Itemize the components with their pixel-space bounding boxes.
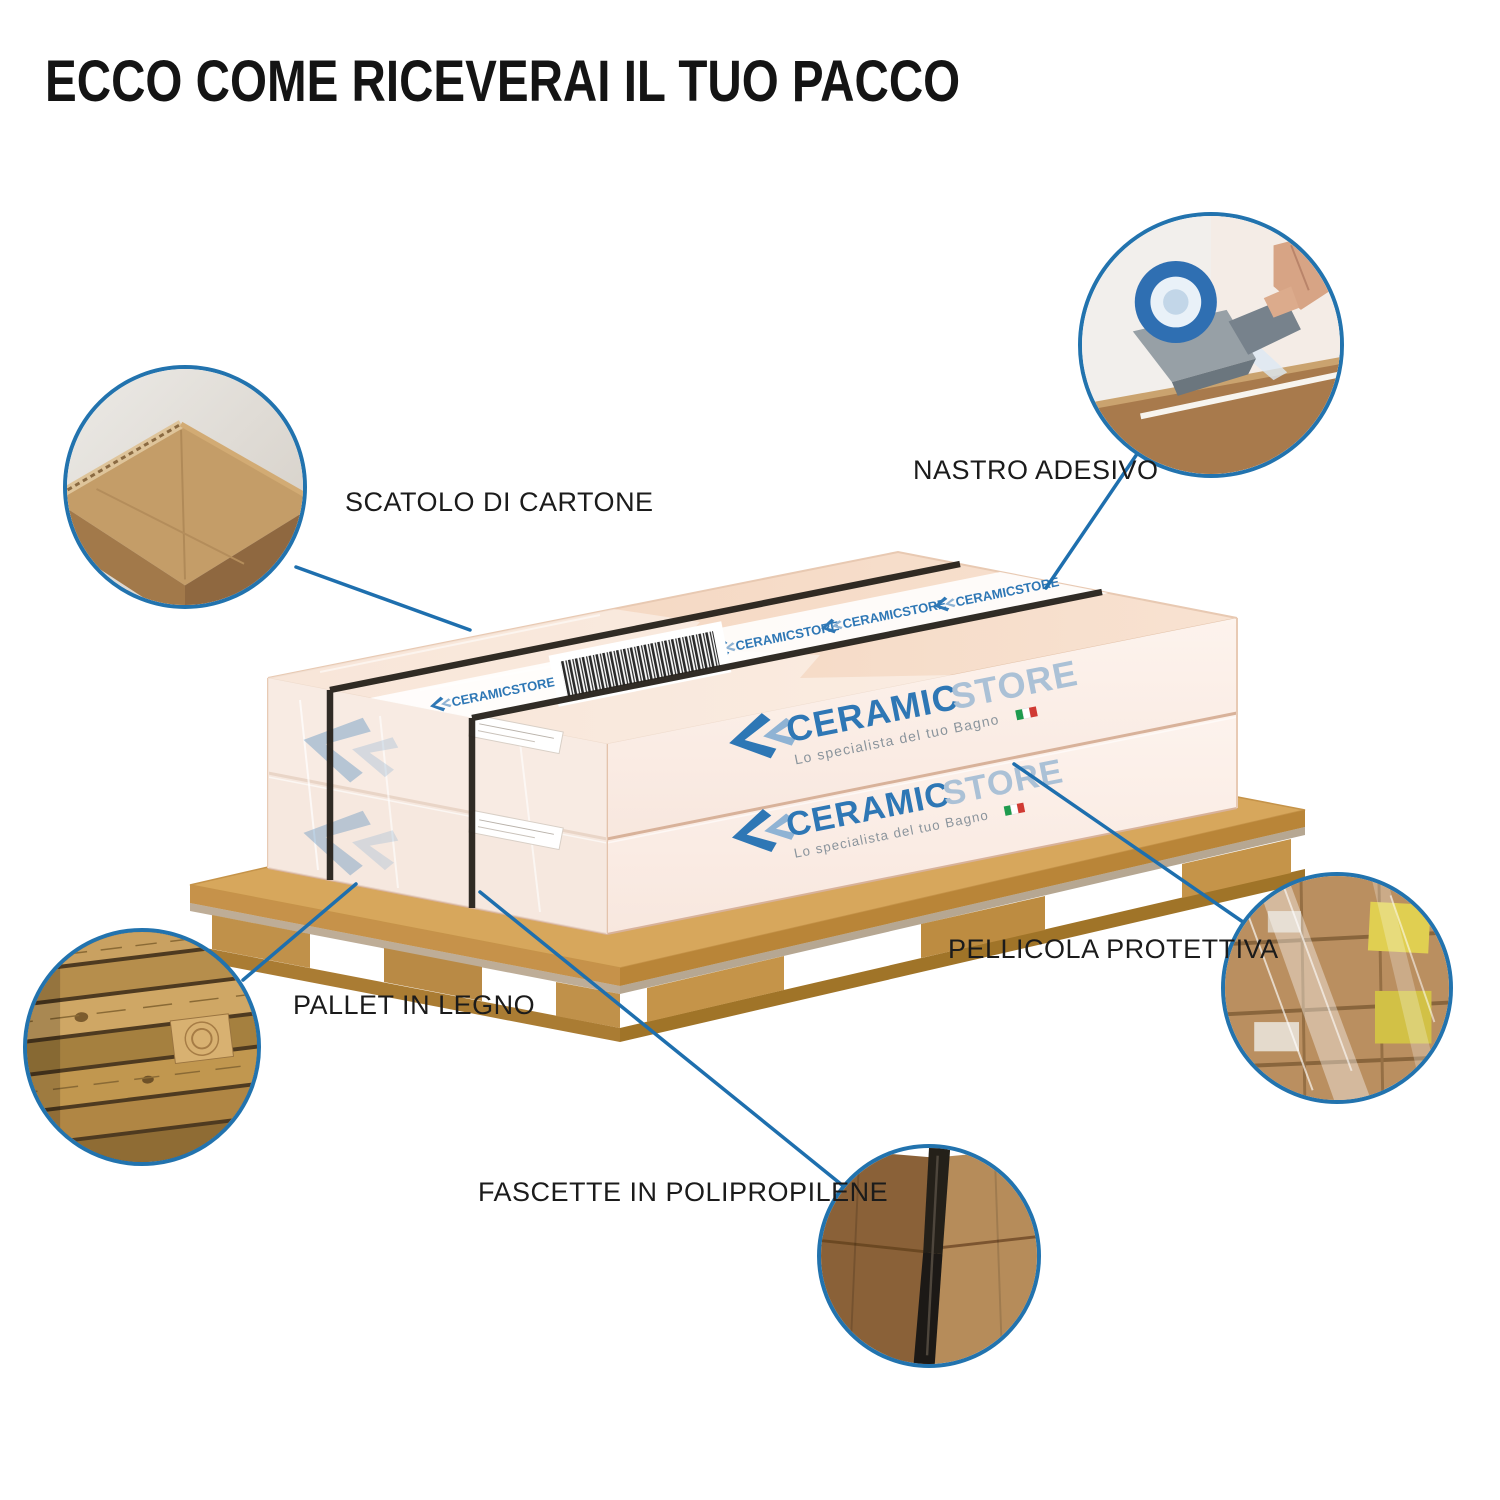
callout-photo-straps bbox=[817, 1144, 1041, 1368]
pallet-bottom-rail-left bbox=[190, 945, 620, 1042]
pallet-deck-edge-right bbox=[620, 810, 1305, 986]
barcode-label bbox=[548, 621, 732, 707]
polypropylene-straps bbox=[326, 560, 1103, 908]
pallet-block bbox=[1182, 839, 1291, 898]
strap-line bbox=[329, 560, 961, 694]
box-end-face-bottom bbox=[268, 773, 607, 934]
pallet-block bbox=[647, 956, 784, 1022]
box-front-face-top bbox=[607, 618, 1237, 839]
box-end-face-top bbox=[268, 678, 607, 839]
pallet-block bbox=[384, 948, 482, 1001]
cardboard-box-photo bbox=[67, 369, 303, 605]
callout-label-tape: NASTRO ADESIVO bbox=[913, 455, 1159, 485]
pallet-block bbox=[921, 896, 1045, 958]
callout-photo-tape bbox=[1078, 212, 1344, 478]
callout-photo-pallet bbox=[23, 928, 261, 1166]
barcode bbox=[559, 631, 721, 697]
callout-photo-film bbox=[1221, 872, 1453, 1104]
callout-label-pallet: PALLET IN LEGNO bbox=[293, 990, 536, 1020]
callout-photo-cardboard bbox=[63, 365, 307, 609]
tape-dispenser-photo bbox=[1082, 216, 1340, 474]
box-front-face-bottom bbox=[607, 713, 1237, 934]
callout-label-cardboard: SCATOLO DI CARTONE bbox=[345, 487, 654, 517]
connector-tape bbox=[1044, 452, 1139, 590]
packing-slip-pouch bbox=[468, 713, 564, 755]
packing-slip-pouch bbox=[468, 809, 564, 851]
connector-pallet bbox=[241, 882, 358, 982]
connector-lines bbox=[241, 452, 1245, 1187]
connector-straps bbox=[478, 890, 844, 1187]
wooden-pallet-photo bbox=[27, 932, 257, 1162]
strapped-box-photo bbox=[821, 1148, 1037, 1364]
connector-film bbox=[1012, 762, 1245, 924]
pallet-bottom-rail-right bbox=[620, 869, 1305, 1042]
pallet-deck-edge-left bbox=[190, 885, 620, 986]
page-title: ECCO COME RICEVERAI IL TUO PACCO bbox=[45, 49, 961, 114]
connector-cardboard bbox=[294, 565, 472, 632]
strap-line bbox=[471, 588, 1103, 722]
italian-flag-icon bbox=[1003, 802, 1026, 816]
callout-label-straps: FASCETTE IN POLIPROPILENE bbox=[478, 1177, 889, 1207]
package-boxes: CERAMICSTORE CERAMICSTORE CERAMICSTORE C… bbox=[267, 550, 1238, 936]
shrink-wrap-photo bbox=[1225, 876, 1449, 1100]
callout-label-film: PELLICOLA PROTETTIVA bbox=[948, 934, 1279, 964]
italian-flag-icon bbox=[1015, 706, 1038, 721]
pallet-block bbox=[212, 915, 310, 968]
